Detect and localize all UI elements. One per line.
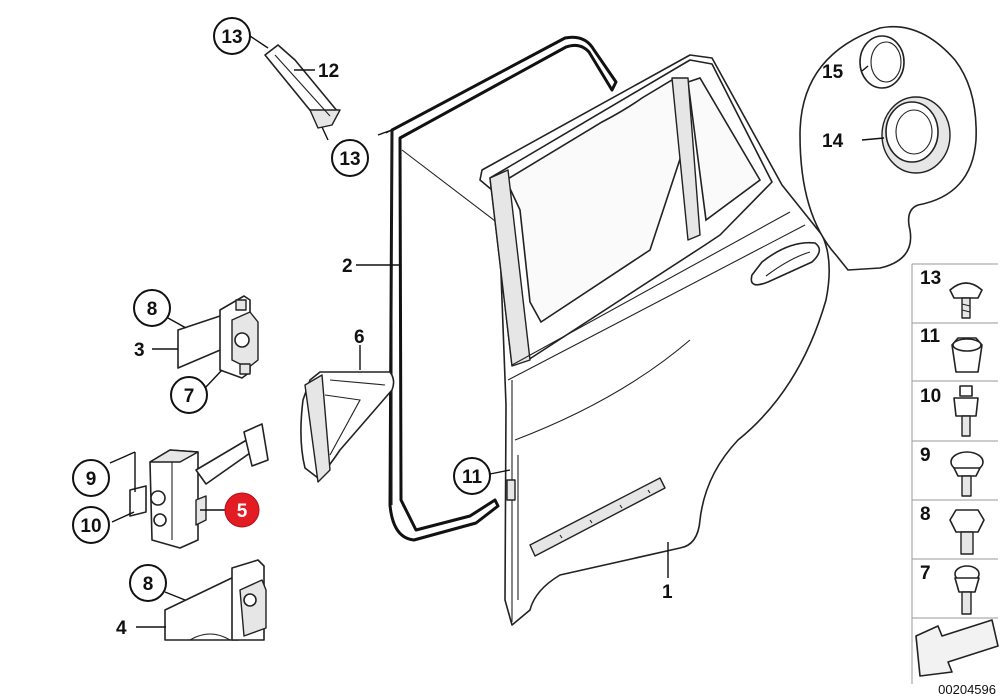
svg-text:10: 10 (920, 386, 941, 407)
fastener-legend: 13 11 10 9 (911, 263, 999, 684)
svg-text:2: 2 (342, 256, 353, 277)
legend-item-8: 8 (920, 504, 985, 555)
svg-text:15: 15 (822, 62, 844, 83)
legend-item-7: 7 (920, 563, 980, 615)
legend-item-11: 11 (920, 326, 983, 373)
trim-strip-part-12 (264, 44, 341, 129)
svg-text:8: 8 (147, 299, 158, 320)
svg-text:5: 5 (237, 501, 248, 522)
callout-4: 4 (116, 618, 127, 639)
svg-text:12: 12 (318, 61, 339, 82)
legend-item-13: 13 (920, 268, 983, 319)
callout-13-lower: 13 (331, 139, 369, 177)
cover-part-6 (300, 371, 395, 483)
svg-text:14: 14 (822, 131, 844, 152)
svg-text:7: 7 (920, 563, 931, 584)
callout-9: 9 (72, 459, 110, 497)
callout-8-lower: 8 (129, 564, 167, 602)
upper-hinge-part-3 (177, 295, 259, 379)
svg-text:1: 1 (662, 582, 673, 603)
clip-nut-11-icon (951, 337, 983, 373)
hex-bolt-8-icon (949, 509, 985, 555)
door-check-part-5 (129, 423, 269, 549)
svg-text:8: 8 (143, 574, 154, 595)
svg-text:11: 11 (462, 467, 483, 488)
svg-text:6: 6 (354, 327, 365, 348)
svg-text:13: 13 (339, 149, 360, 170)
callout-14: 14 (822, 131, 844, 152)
callout-13-top: 13 (213, 17, 251, 55)
plug-part-15 (859, 35, 905, 89)
legend-item-9: 9 (920, 445, 984, 497)
svg-text:3: 3 (134, 340, 145, 361)
page-arrow-icon (915, 619, 999, 677)
callout-5-highlight: 5 (224, 492, 260, 528)
callout-2: 2 (342, 256, 353, 277)
legend-item-10: 10 (920, 385, 979, 437)
door-panel-part-1 (479, 54, 830, 626)
plug-part-14 (881, 96, 951, 174)
svg-text:10: 10 (80, 516, 101, 537)
callout-12: 12 (318, 61, 339, 82)
svg-text:7: 7 (184, 386, 195, 407)
callout-8-upper: 8 (133, 289, 171, 327)
screw-13-icon (949, 282, 983, 319)
callout-15: 15 (822, 62, 844, 83)
svg-text:11: 11 (920, 326, 941, 347)
callout-10: 10 (72, 506, 110, 544)
diagram-reference-number: 00204596 (938, 682, 996, 697)
svg-text:9: 9 (920, 445, 931, 466)
svg-text:9: 9 (86, 469, 97, 490)
callout-6: 6 (354, 327, 365, 348)
pan-screw-9-icon (950, 451, 984, 497)
detail-inset-bubble (799, 25, 977, 271)
lower-hinge-part-4 (164, 559, 267, 641)
callout-7: 7 (170, 376, 208, 414)
callout-3: 3 (134, 340, 145, 361)
callout-11: 11 (453, 457, 491, 495)
callout-1: 1 (662, 582, 673, 603)
collar-screw-7-icon (954, 565, 980, 615)
svg-text:13: 13 (221, 27, 242, 48)
svg-text:13: 13 (920, 268, 941, 289)
svg-text:8: 8 (920, 504, 931, 525)
svg-text:4: 4 (116, 618, 127, 639)
leader-lines (109, 35, 885, 628)
stud-bolt-10-icon (953, 385, 979, 437)
